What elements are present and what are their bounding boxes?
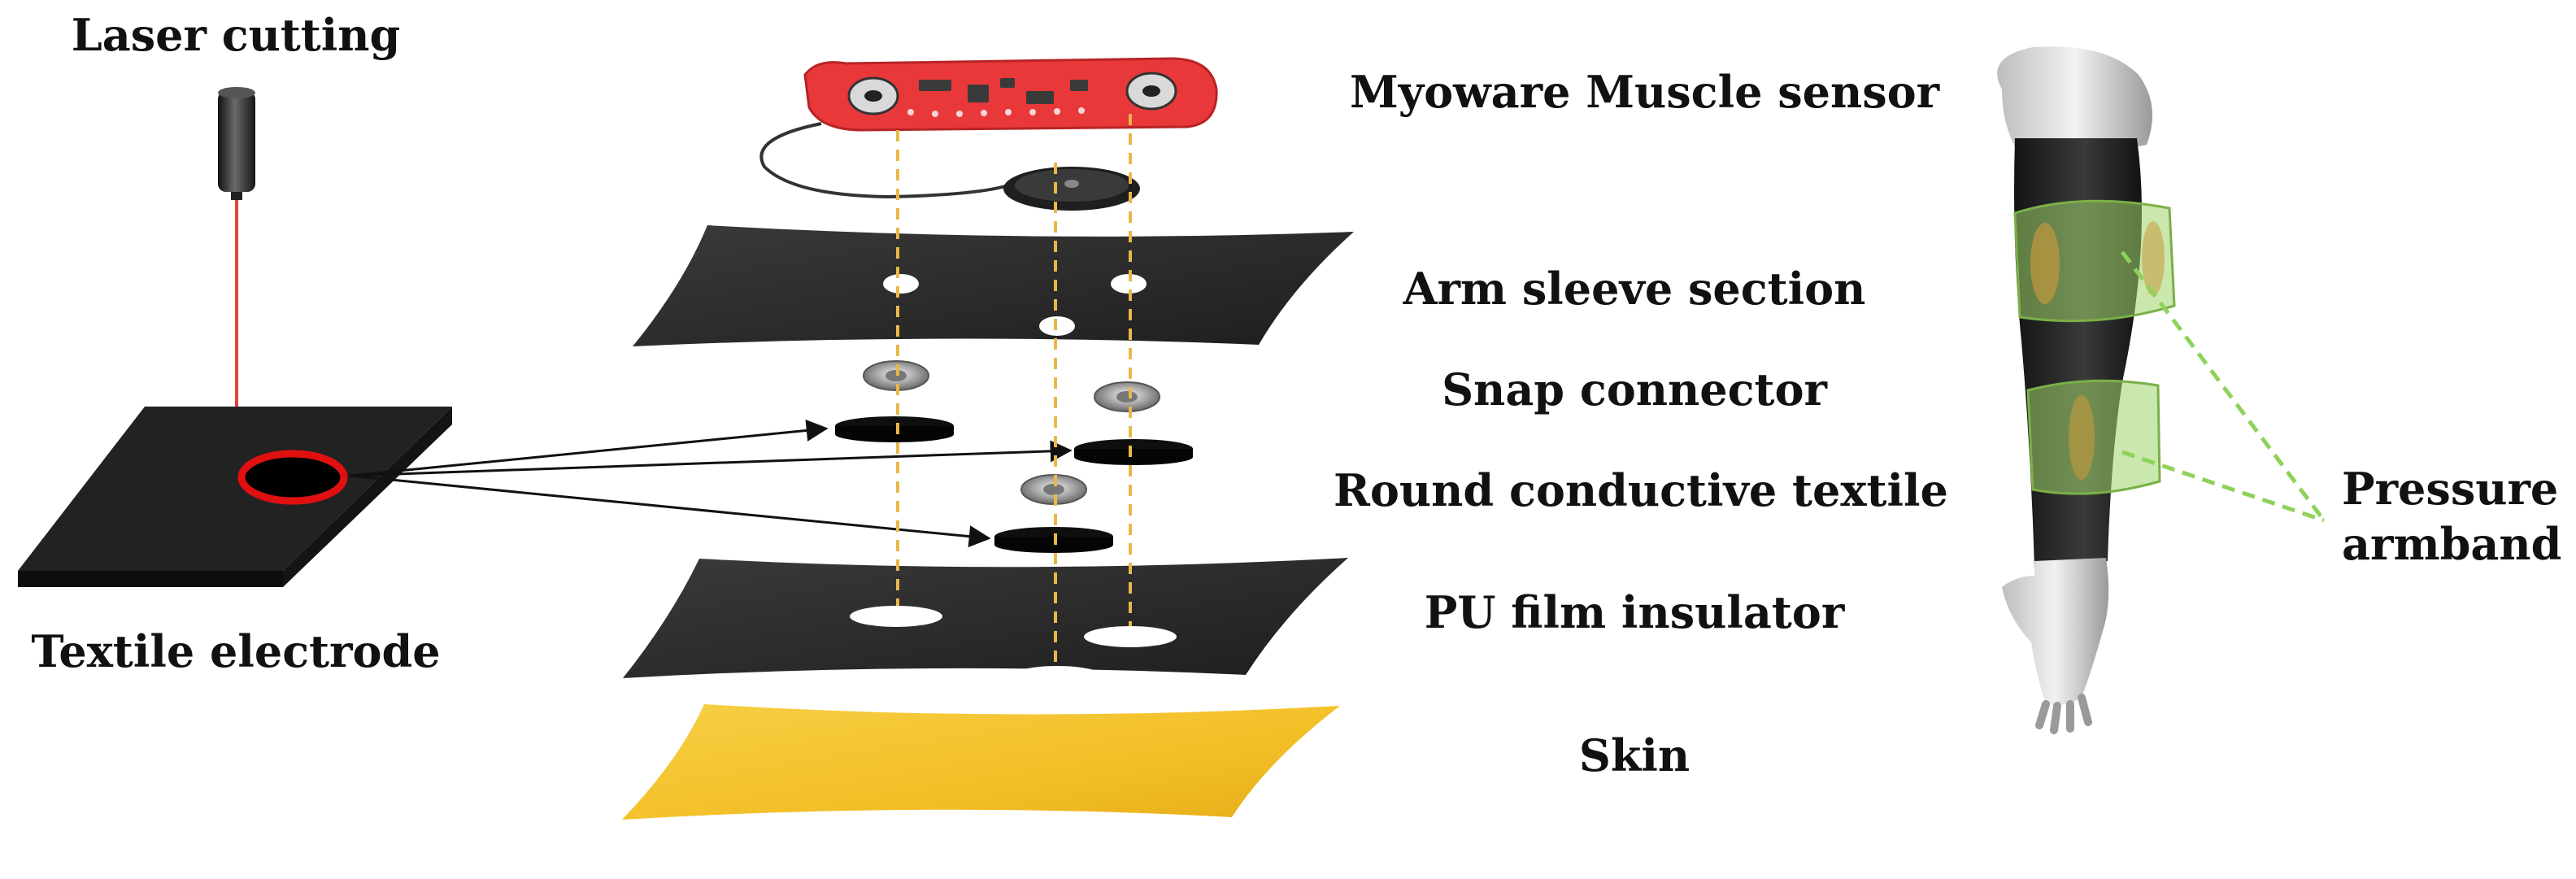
lower-pressure-armband <box>2026 379 2161 495</box>
label-laser-cutting: Laser cutting <box>71 9 401 61</box>
alignment-guides <box>896 114 1132 667</box>
label-armband: armband <box>2342 518 2562 570</box>
skin-layer <box>622 704 1340 820</box>
cut-ring <box>237 450 348 505</box>
arm-sleeve-layer <box>633 225 1354 346</box>
label-myoware-sensor: Myoware Muscle sensor <box>1350 66 1940 118</box>
arm-illustration <box>1997 46 2326 734</box>
electrode-arrows <box>349 419 1073 548</box>
laser-head <box>218 87 255 200</box>
label-pu-film-insulator: PU film insulator <box>1424 586 1845 638</box>
label-pressure: Pressure <box>2342 463 2559 515</box>
myoware-sensor <box>759 57 1218 211</box>
pu-film-layer <box>623 558 1348 687</box>
label-snap-connector: Snap connector <box>1442 363 1827 416</box>
snap-connectors <box>863 360 1160 505</box>
round-conductive-textiles <box>835 416 1193 553</box>
upper-pressure-armband <box>2013 199 2176 323</box>
label-arm-sleeve: Arm sleeve section <box>1403 263 1866 315</box>
textile-electrode-sheet <box>18 407 452 587</box>
label-round-conductive-textile: Round conductive textile <box>1334 464 1948 516</box>
label-textile-electrode: Textile electrode <box>31 625 441 677</box>
label-skin: Skin <box>1578 729 1690 781</box>
armband-pointer-lines <box>2121 250 2326 523</box>
